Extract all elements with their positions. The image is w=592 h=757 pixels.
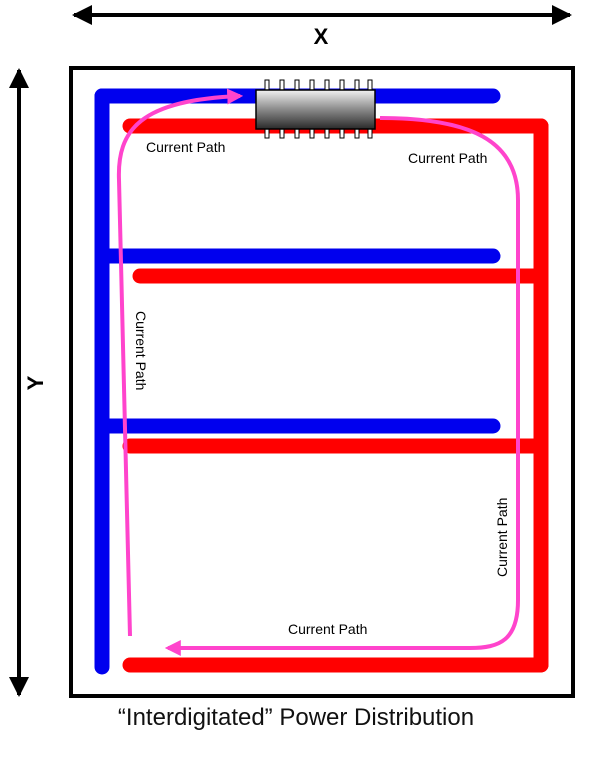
ic-chip	[255, 79, 376, 139]
current-path-label-top-left: Current Path	[146, 139, 225, 155]
current-path-label-right: Current Path	[494, 498, 510, 577]
chip-body	[255, 89, 376, 130]
current-path-label-bottom: Current Path	[288, 621, 367, 637]
board-outline	[69, 66, 575, 698]
y-axis-label: Y	[23, 375, 48, 390]
current-path-loop	[116, 88, 244, 637]
diagram-caption: “Interdigitated” Power Distribution	[117, 704, 475, 731]
current-path-label-left: Current Path	[133, 311, 149, 390]
current-path-return	[164, 116, 520, 656]
x-axis-label: X	[314, 24, 329, 49]
current-path-label-top-right: Current Path	[408, 150, 487, 166]
